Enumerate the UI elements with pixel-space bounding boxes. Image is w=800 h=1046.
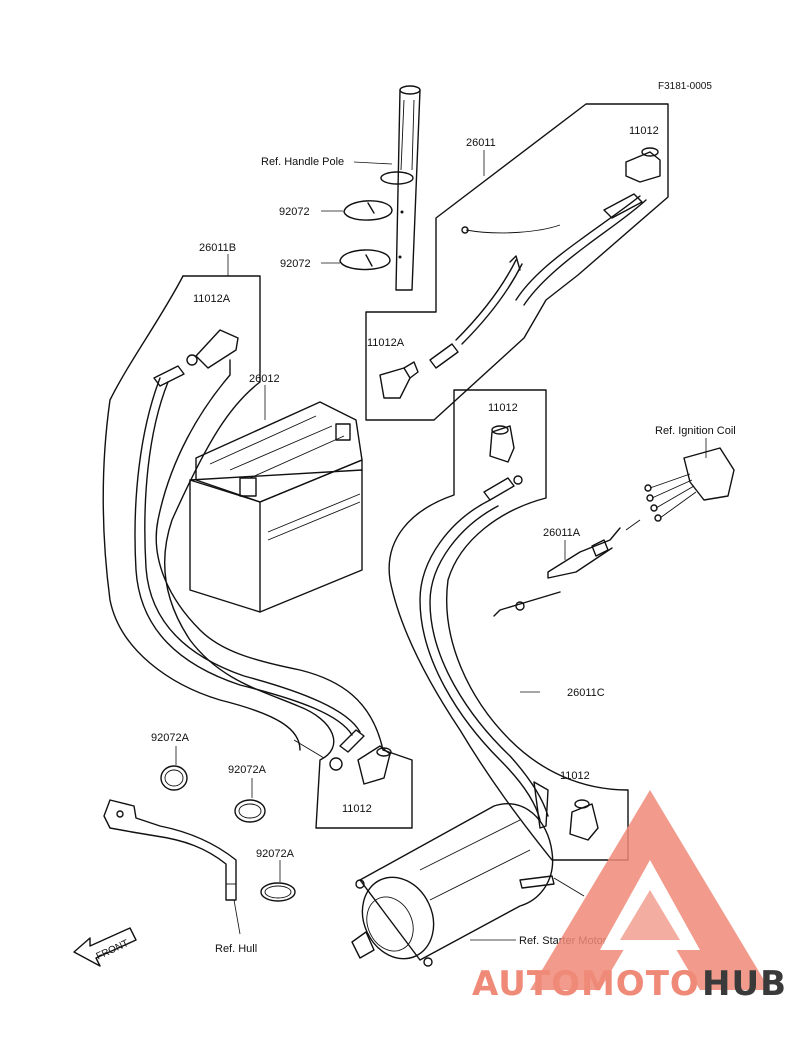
terminal-cap-center <box>489 425 515 463</box>
clamp-upper <box>343 200 393 221</box>
front-arrow: FRONT <box>73 927 137 967</box>
terminal-cap-bottom-center <box>357 745 392 785</box>
label-cable-26011a: 26011A <box>543 527 581 539</box>
ignition-coil <box>644 447 735 522</box>
cable-26011a <box>493 519 641 617</box>
terminal-cap-lower-right <box>569 799 599 841</box>
label-cap-lower-right: 11012 <box>560 770 590 782</box>
group-outline-26011b <box>155 275 413 829</box>
label-clamp-a2: 92072A <box>228 764 267 776</box>
group-outline-26011 <box>365 103 669 421</box>
label-clamp-upper: 92072 <box>279 206 310 218</box>
clamp-a3 <box>260 882 296 902</box>
boot-center <box>379 361 419 399</box>
label-hull: Ref. Hull <box>215 943 257 955</box>
label-cable-26011b: 26011B <box>199 242 236 254</box>
battery <box>189 401 363 613</box>
watermark-logo <box>530 790 770 990</box>
cable-26011b <box>134 365 365 771</box>
label-boot-left: 11012A <box>193 293 231 305</box>
clamp-a2 <box>234 799 266 823</box>
cable-26011 <box>429 193 647 369</box>
label-cap-center: 11012 <box>488 402 518 414</box>
label-boot-center: 11012A <box>367 337 405 349</box>
label-cap-top-right: 11012 <box>629 125 659 137</box>
label-clamp-lower: 92072 <box>280 258 311 270</box>
label-cap-bottom-center: 11012 <box>342 803 372 815</box>
label-ignition-coil: Ref. Ignition Coil <box>655 425 736 437</box>
clamp-lower <box>339 249 391 271</box>
label-cable-26011c: 26011C <box>567 687 605 699</box>
group-outline-26011c <box>388 389 629 861</box>
label-cable-26011: 26011 <box>466 137 496 149</box>
figure-id: F3181-0005 <box>658 81 712 92</box>
hull-tube <box>103 799 237 901</box>
label-clamp-a3: 92072A <box>256 848 295 860</box>
watermark-text-secondary: HUB <box>702 964 787 1004</box>
label-handle-pole: Ref. Handle Pole <box>261 156 344 168</box>
watermark-text-primary: AUTOMOTO <box>472 964 700 1004</box>
starter-motor <box>351 803 585 967</box>
handle-pole <box>380 85 421 291</box>
clamp-a1 <box>160 765 188 791</box>
terminal-cap-top-right <box>625 147 661 183</box>
label-battery: 26012 <box>249 373 280 385</box>
boot-left <box>186 329 239 369</box>
cable-26011c <box>419 475 549 829</box>
label-clamp-a1: 92072A <box>151 732 190 744</box>
